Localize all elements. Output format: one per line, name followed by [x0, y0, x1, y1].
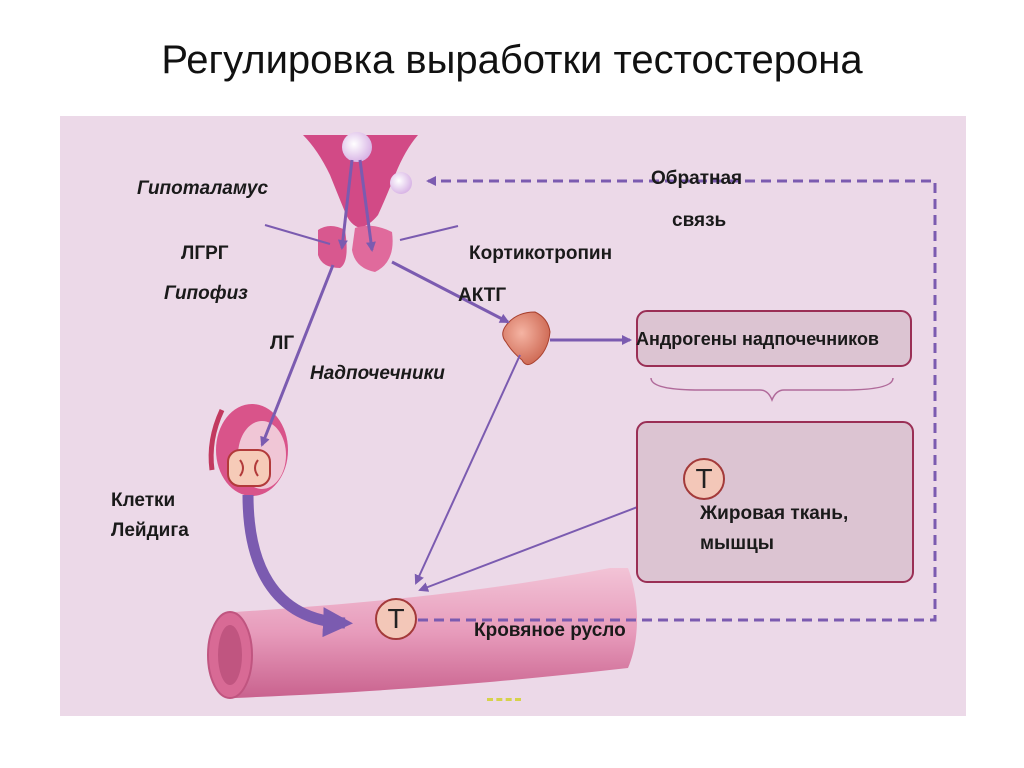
- adrenal-to-blood-arrow: [414, 354, 521, 585]
- brace-icon: [650, 377, 894, 403]
- testis-icon: [208, 404, 288, 496]
- acth-arrow: [391, 260, 510, 324]
- bloodstream-label: Кровяное русло: [474, 620, 626, 641]
- page-title: Регулировка выработки тестостерона: [161, 38, 863, 82]
- corticotropin-label: Кортикотропин: [469, 243, 613, 264]
- adrenals-label: Надпочечники: [310, 363, 445, 384]
- fat-muscle-box: [636, 421, 914, 583]
- adrenal-androgens-label: Андрогены надпочечников: [636, 329, 879, 349]
- feedback-label-line1: Обратная: [651, 168, 743, 189]
- adrenal-androgens-box: [636, 310, 912, 367]
- lhrh-arrow-right: [358, 159, 376, 252]
- adrenal-gland-icon: [502, 311, 551, 366]
- feedback-dashed-line: [418, 176, 937, 622]
- acth-label: АКТГ: [458, 285, 507, 306]
- lh-arrow: [260, 264, 335, 447]
- blood-vessel: [207, 568, 637, 699]
- leydig-to-blood-arrow: [242, 494, 353, 638]
- hypothalamus-left-line: [264, 224, 331, 245]
- hypothalamus-pituitary-shape: [303, 132, 418, 272]
- hypothalamus-right-line: [399, 225, 459, 241]
- lh-label: ЛГ: [270, 333, 295, 354]
- yellow-dash-mark: [487, 698, 521, 704]
- testosterone-marker-fat: Т: [683, 458, 725, 500]
- hypothalamus-label: Гипоталамус: [137, 178, 269, 199]
- leydig-label-line2: Лейдига: [111, 520, 189, 541]
- feedback-label-line2: связь: [672, 210, 727, 231]
- pituitary-label: Гипофиз: [164, 283, 248, 304]
- lhrh-arrow-left: [337, 159, 354, 250]
- leydig-label-line1: Клетки: [111, 490, 176, 511]
- fat-muscle-label-line2: мышцы: [700, 533, 775, 554]
- fat-muscle-label-line1: Жировая ткань,: [700, 503, 849, 524]
- lhrh-label: ЛГРГ: [181, 243, 229, 264]
- testosterone-marker-blood: Т: [375, 598, 417, 640]
